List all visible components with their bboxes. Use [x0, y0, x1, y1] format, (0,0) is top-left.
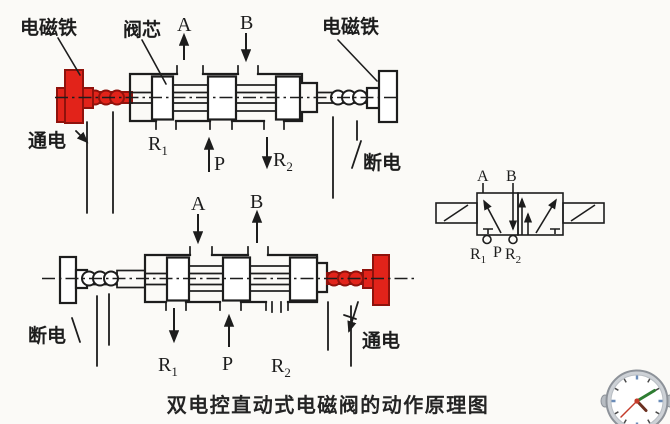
- valve-body: [143, 246, 329, 313]
- symbol-label-r2: R2: [505, 246, 521, 266]
- label-spool: 阀芯: [123, 18, 161, 41]
- bottom-valve-cross-section: 断电 通电 A B R1 P R2: [28, 191, 415, 380]
- switch-tick: [343, 314, 357, 320]
- leader-spool: [141, 39, 167, 85]
- label-port-r1: R1: [158, 354, 178, 379]
- label-port-r1: R1: [148, 133, 168, 158]
- label-port-a: A: [177, 14, 192, 36]
- caption: 双电控直动式电磁阀的动作原理图: [167, 393, 490, 417]
- valve-symbol-5-2: A B R1 P R2: [435, 168, 605, 266]
- spool-land: [221, 256, 252, 302]
- coil-wires-left: [96, 293, 110, 367]
- coil-wires-right: [332, 116, 358, 199]
- coil-wires-right: [327, 301, 352, 367]
- label-energized: 通电: [362, 329, 400, 352]
- leader-solenoid-right: [337, 39, 378, 82]
- label-deenergized: 断电: [363, 151, 401, 174]
- leader-solenoid-left: [57, 37, 81, 76]
- label-deenergized: 断电: [28, 324, 66, 347]
- symbol-label-r1: R1: [470, 246, 486, 266]
- current-arrow: [75, 130, 89, 144]
- symbol-label-b: B: [506, 168, 517, 185]
- label-port-b: B: [240, 12, 253, 34]
- clock-second-hand: [620, 400, 638, 418]
- label-port-r2: R2: [271, 355, 291, 380]
- clock-ticks: [611, 375, 663, 424]
- open-switch-stroke: [71, 317, 81, 343]
- right-solenoid-deenergized: [330, 69, 399, 124]
- open-switch-stroke: [351, 140, 362, 169]
- right-solenoid-energized: [326, 254, 390, 306]
- label-port-r2: R2: [273, 149, 293, 174]
- symbol-label-a: A: [477, 168, 489, 185]
- label-port-p: P: [222, 353, 233, 375]
- symbol-position-right: [517, 192, 564, 236]
- label-energized: 通电: [28, 129, 66, 152]
- label-solenoid-left: 电磁铁: [20, 16, 77, 39]
- label-port-a: A: [191, 193, 206, 215]
- clock-minute-hand: [635, 389, 656, 403]
- label-solenoid-right: 电磁铁: [322, 15, 379, 38]
- coil-wires-left: [86, 111, 114, 214]
- label-port-p: P: [214, 153, 225, 175]
- label-port-b: B: [250, 191, 263, 213]
- top-valve-cross-section: 电磁铁 阀芯 电磁铁 通电 断电 A B R1 P R2: [20, 12, 401, 214]
- clock-center-pin: [634, 398, 640, 404]
- symbol-label-p: P: [493, 244, 502, 261]
- current-arrow: [347, 301, 359, 333]
- clock-icon: [600, 369, 670, 424]
- left-solenoid-energized: [56, 69, 133, 124]
